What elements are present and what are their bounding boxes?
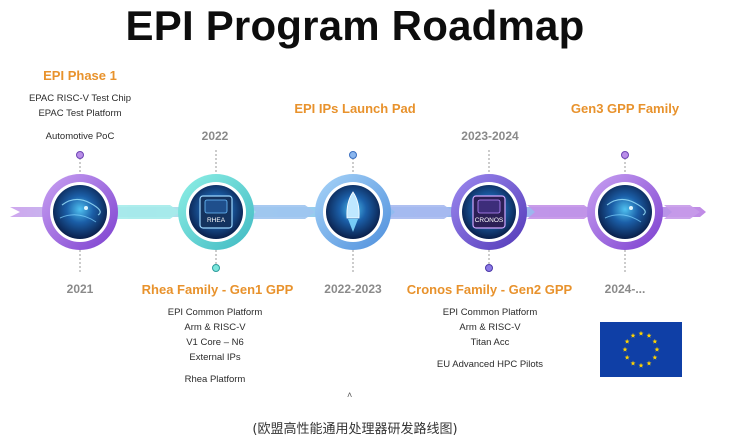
milestone-1-year: 2021 <box>66 282 94 296</box>
star-icon <box>654 346 660 352</box>
milestone-2-details: EPI Common Platform Arm & RISC-V V1 Core… <box>140 305 290 387</box>
star-icon <box>646 333 652 338</box>
star-icon <box>652 338 658 344</box>
milestone-1-line: EPAC Test Platform <box>38 108 122 119</box>
arrow-segment <box>527 205 594 219</box>
milestone-1-disc <box>42 174 118 250</box>
roadmap-slide: EPI Program Roadmap EPI Phase 1 EPAC RIS… <box>10 2 706 400</box>
milestone-5-year: 2024-... <box>604 282 646 296</box>
arrow-segment <box>387 205 454 219</box>
eu-flag-icon <box>600 322 682 377</box>
milestone-2-line: Rhea Platform <box>184 374 246 385</box>
milestone-3-year: 2022-2023 <box>324 282 382 296</box>
milestone-2-line: External IPs <box>189 352 241 363</box>
arrow-segment <box>248 205 315 219</box>
milestone-1-line: EPAC RISC-V Test Chip <box>28 93 132 104</box>
chip-label-rhea: RHEA <box>207 217 226 224</box>
milestone-2-disc <box>178 174 254 250</box>
milestone-2-line: EPI Common Platform <box>167 307 263 318</box>
milestone-4-heading: Cronos Family - Gen2 GPP <box>406 282 573 297</box>
star-icon <box>638 330 644 336</box>
page-title: EPI Program Roadmap <box>125 2 585 49</box>
milestone-2-line: V1 Core – N6 <box>186 337 244 348</box>
star-icon <box>630 333 636 338</box>
milestone-2-heading: Rhea Family - Gen1 GPP <box>141 282 294 297</box>
spacer <box>410 350 570 357</box>
spacer <box>140 365 290 372</box>
milestone-dot <box>621 151 629 159</box>
milestone-2-line: Arm & RISC-V <box>184 322 246 333</box>
caret-icon: ˄ <box>347 390 353 400</box>
milestone-4-details: EPI Common Platform Arm & RISC-V Titan A… <box>410 305 570 372</box>
chip-label-cronos: CRONOS <box>475 217 504 224</box>
timeline-graphic: RHEA CRONOS <box>10 150 706 272</box>
star-icon <box>646 360 652 366</box>
star-icon <box>630 360 636 366</box>
arrow-segment <box>664 205 700 219</box>
star-icon <box>622 346 628 352</box>
milestone-dot <box>485 264 493 272</box>
milestone-4-line: Titan Acc <box>470 337 510 348</box>
milestone-dot <box>212 264 220 272</box>
milestone-1-heading: EPI Phase 1 <box>43 68 117 83</box>
caption: (欧盟高性能通用处理器研发路线图) <box>252 422 458 437</box>
milestone-4-line: EPI Common Platform <box>442 307 538 318</box>
rocket-icon <box>346 191 360 219</box>
arrow-segment <box>110 205 180 219</box>
milestone-1-line: Automotive PoC <box>45 131 115 142</box>
star-icon <box>652 354 658 360</box>
milestone-dot <box>76 151 84 159</box>
milestone-3-disc <box>315 174 391 250</box>
star-icon <box>638 362 644 368</box>
milestone-4-year: 2023-2024 <box>461 129 519 143</box>
star-icon <box>624 354 630 360</box>
milestone-dot <box>349 151 357 159</box>
milestone-5-disc <box>587 174 663 250</box>
milestone-1-details: EPAC RISC-V Test Chip EPAC Test Platform… <box>10 91 150 144</box>
milestone-2-year: 2022 <box>201 129 229 143</box>
milestone-4-disc <box>451 174 527 250</box>
star-icon <box>624 338 630 344</box>
spacer <box>10 121 150 129</box>
milestone-4-line: EU Advanced HPC Pilots <box>436 359 544 370</box>
milestone-5-heading: Gen3 GPP Family <box>570 101 680 116</box>
milestone-4-line: Arm & RISC-V <box>459 322 521 333</box>
milestone-3-heading: EPI IPs Launch Pad <box>294 101 416 116</box>
